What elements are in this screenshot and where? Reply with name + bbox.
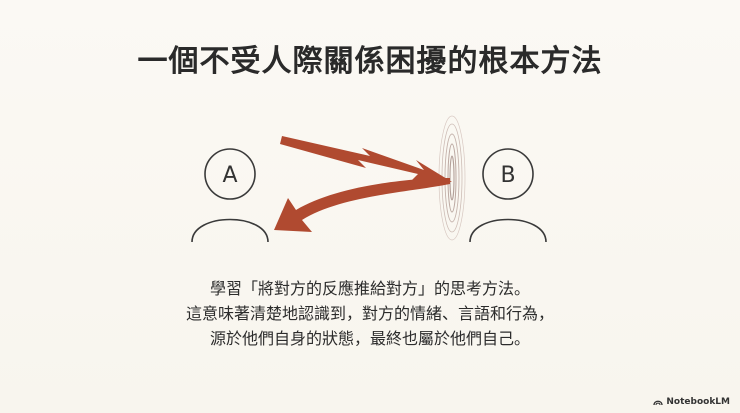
person-b-label: B [500, 163, 515, 188]
body-line-1: 學習「將對方的反應推給對方」的思考方法。 [209, 279, 530, 298]
slide-title: 一個不受人際關係困擾的根本方法 [137, 44, 603, 79]
body-line-2: 這意味著清楚地認識到，對方的情緒、言語和行為， [185, 304, 554, 323]
body-line-3: 源於他們自身的狀態，最終也屬於他們自己。 [209, 329, 530, 348]
return-arrow-icon [274, 178, 450, 232]
notebooklm-logo-icon [653, 400, 664, 406]
zigzag-arrow-icon [280, 136, 452, 182]
brand-label: NotebookLM [666, 397, 730, 407]
person-a-label: A [222, 163, 237, 188]
person-b-icon: B [469, 148, 547, 243]
body-text: 學習「將對方的反應推給對方」的思考方法。 這意味著清楚地認識到，對方的情緒、言語… [0, 276, 740, 351]
illustration: A B [191, 115, 547, 243]
brand-badge: NotebookLM [653, 397, 730, 407]
person-a-icon: A [191, 148, 269, 243]
